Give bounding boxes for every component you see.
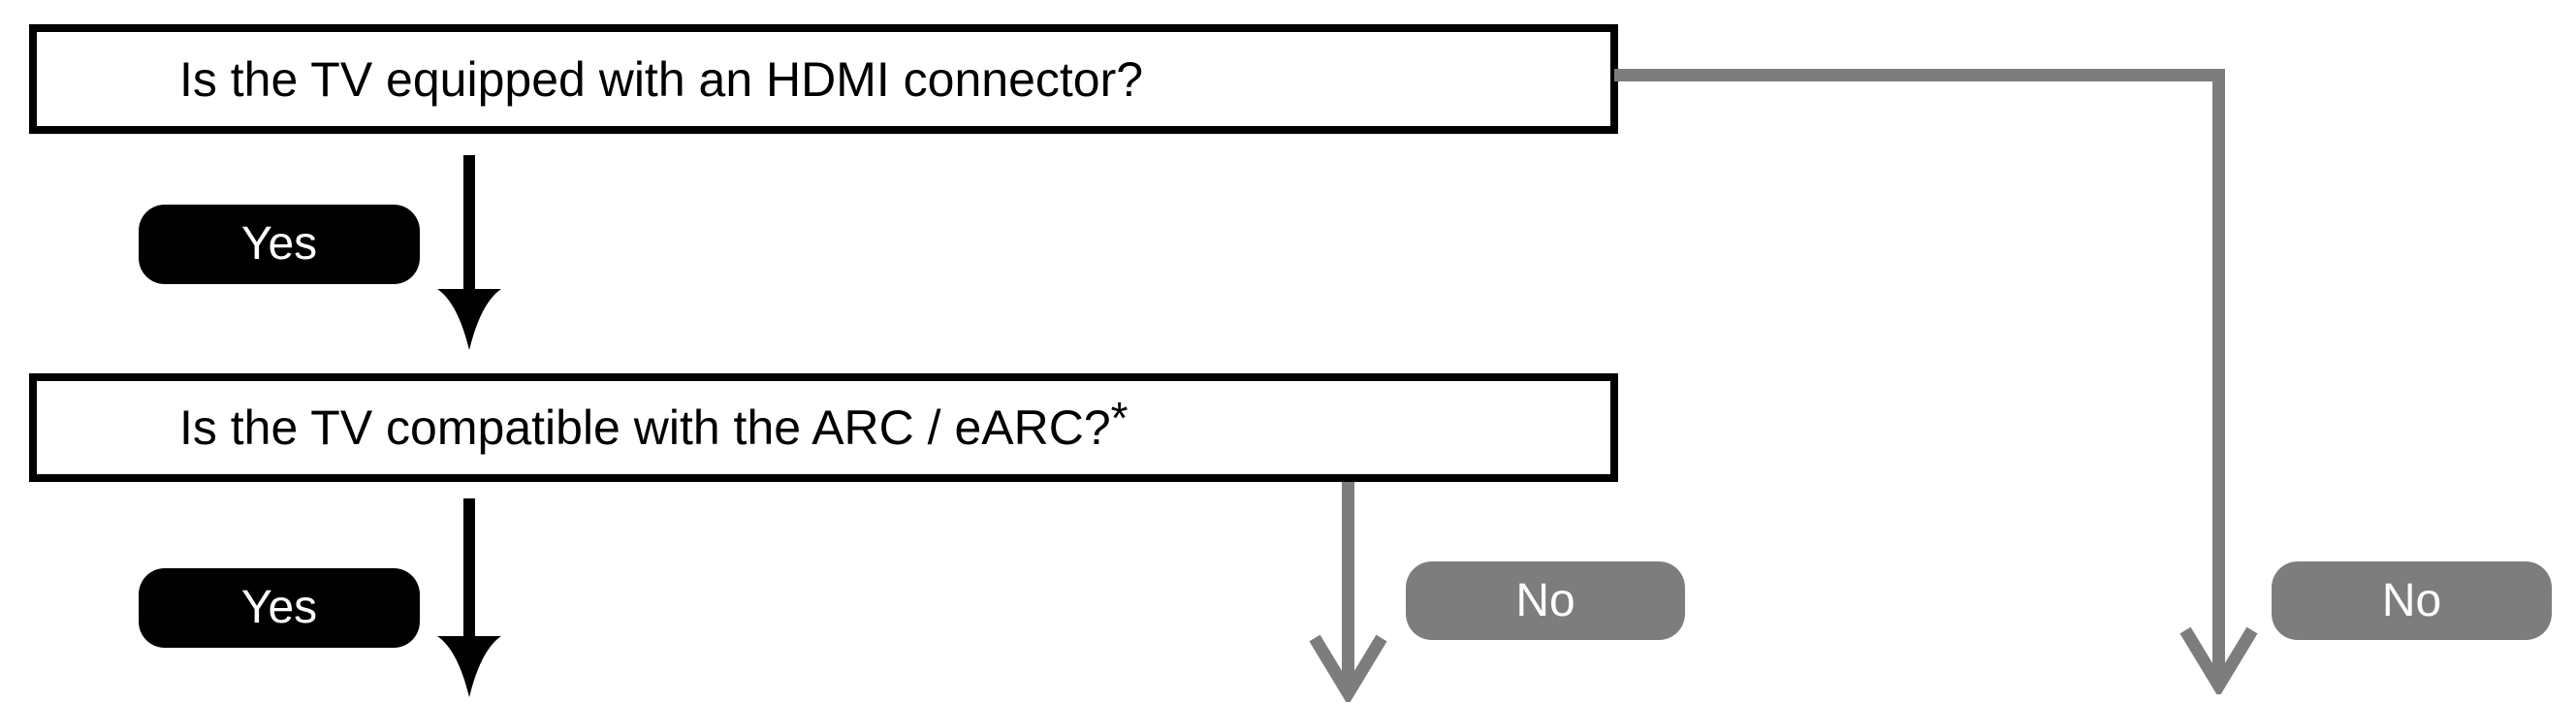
- q1-yes-arrowhead-icon: [437, 289, 501, 350]
- footnote-asterisk: *: [1110, 393, 1129, 443]
- question-text-arc-wrap: Is the TV compatible with the ARC / eARC…: [179, 396, 1129, 455]
- q1-no-connector-vertical: [2212, 69, 2225, 674]
- q1-no-label: No: [2381, 574, 2442, 626]
- q2-yes-label: Yes: [240, 582, 318, 633]
- q1-yes-badge: Yes: [139, 205, 420, 284]
- q2-yes-arrowhead-icon: [437, 636, 501, 697]
- q2-no-arrow-shaft: [1342, 482, 1354, 684]
- q2-yes-badge: Yes: [139, 568, 420, 648]
- question-text-arc: Is the TV compatible with the ARC / eARC…: [179, 400, 1111, 455]
- question-box-hdmi: Is the TV equipped with an HDMI connecto…: [29, 24, 1618, 134]
- q2-no-badge: No: [1406, 561, 1685, 640]
- question-box-arc: Is the TV compatible with the ARC / eARC…: [29, 373, 1618, 482]
- q1-yes-arrow-shaft: [463, 155, 475, 293]
- q1-yes-label: Yes: [240, 218, 318, 270]
- q2-yes-arrow-shaft: [463, 498, 475, 639]
- q2-no-label: No: [1515, 574, 1575, 626]
- q1-no-badge: No: [2272, 561, 2552, 640]
- q1-no-arrowhead-icon: [2179, 626, 2258, 694]
- q2-no-arrowhead-icon: [1309, 634, 1387, 702]
- question-text-hdmi: Is the TV equipped with an HDMI connecto…: [179, 51, 1144, 107]
- q1-no-connector-horizontal: [1614, 69, 2225, 81]
